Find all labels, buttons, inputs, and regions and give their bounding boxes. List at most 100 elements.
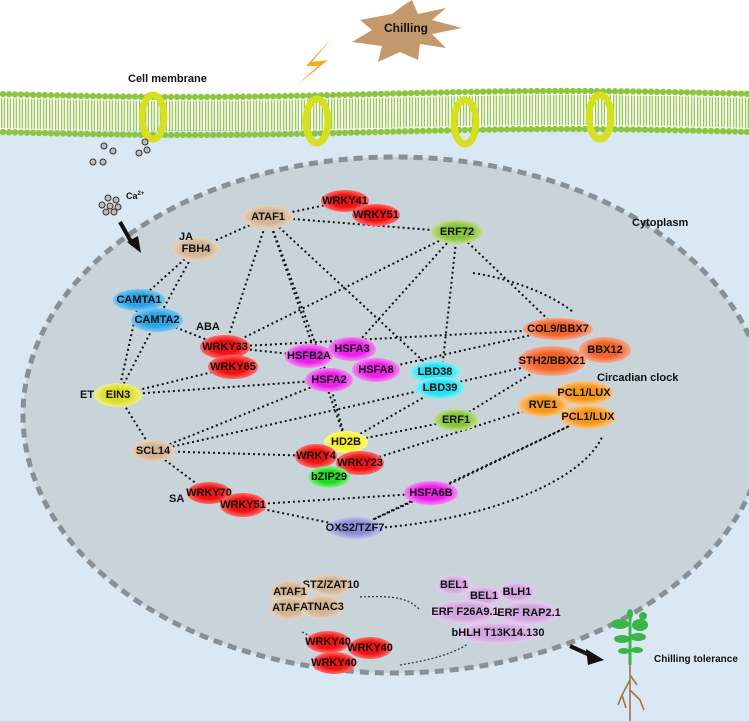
node-label: OXS2/TZF7 bbox=[326, 522, 385, 534]
gene-node-lbd39: LBD39 bbox=[415, 377, 465, 399]
gene-node-bzip29: bZIP29 bbox=[308, 466, 350, 488]
node-label: WRKY65 bbox=[210, 361, 256, 373]
gene-node-hsfa8: HSFA8 bbox=[352, 358, 400, 382]
node-label: WRKY51 bbox=[220, 499, 266, 511]
cytoplasm-label: Cytoplasm bbox=[632, 217, 688, 229]
node-ellipse bbox=[131, 440, 175, 462]
node-label: WRKY40 bbox=[305, 636, 351, 648]
gene-node-wrky65: WRKY65 bbox=[208, 355, 258, 379]
gene-node-pcl1b: PCL1/LUX bbox=[560, 405, 616, 429]
gene-node-sth2: STH2/BBX21 bbox=[518, 346, 586, 376]
gene-node-erf1: ERF1 bbox=[434, 409, 478, 431]
node-label: BBX12 bbox=[587, 344, 622, 356]
node-label: ATAF1 bbox=[251, 211, 285, 223]
node-ellipse bbox=[336, 451, 384, 475]
gene-node-ataf1-top: ATAF1 bbox=[242, 205, 294, 229]
edge-camta2-ein3 bbox=[117, 319, 158, 396]
node-ellipse bbox=[415, 377, 465, 399]
ion-channel bbox=[450, 96, 480, 148]
edge-fbh4-camta2 bbox=[156, 248, 197, 321]
node-ellipse bbox=[305, 368, 353, 392]
gene-node-stz: STZ/ZAT10 bbox=[303, 574, 360, 596]
node-ellipse bbox=[324, 431, 368, 453]
edge-ein3-hsfa2 bbox=[117, 379, 330, 396]
node-ellipse bbox=[352, 358, 400, 382]
calcium-ions bbox=[98, 194, 122, 216]
node-label: FBH4 bbox=[182, 243, 212, 255]
edge-erf72-hsfa3 bbox=[351, 231, 458, 350]
gene-node-wrky51-sa: WRKY51 bbox=[220, 493, 266, 517]
node-ellipse bbox=[436, 575, 472, 595]
node-label: STH2/BBX21 bbox=[519, 355, 586, 367]
node-label: BEL1 bbox=[470, 590, 498, 602]
gene-node-wrky40b: WRKY40 bbox=[347, 637, 393, 659]
node-ellipse bbox=[309, 574, 353, 596]
node-ellipse bbox=[579, 337, 631, 363]
node-label: WRKY70 bbox=[186, 487, 232, 499]
node-label: ATAF1 bbox=[273, 586, 307, 598]
gene-node-hsfa3: HSFA3 bbox=[328, 337, 376, 361]
node-label: STZ/ZAT10 bbox=[303, 579, 360, 591]
node-ellipse bbox=[523, 318, 593, 340]
gene-node-wrky51-top: WRKY51 bbox=[352, 204, 400, 226]
edge-scl14-sth2 bbox=[152, 360, 553, 452]
node-ellipse bbox=[172, 237, 220, 261]
sa-label: SA bbox=[169, 493, 184, 505]
node-ellipse bbox=[295, 444, 337, 468]
node-label: ERF F26A9.1 bbox=[431, 606, 498, 618]
aba-label: ABA bbox=[196, 321, 220, 333]
gene-node-oxs2: OXS2/TZF7 bbox=[326, 517, 385, 539]
node-ellipse bbox=[327, 517, 383, 539]
gene-node-erf-rap: ERF RAP2.1 bbox=[497, 601, 561, 625]
node-label: LBD39 bbox=[423, 382, 458, 394]
gene-node-wrky40a: WRKY40 bbox=[305, 631, 351, 653]
gene-nodes: ATAF1WRKY41WRKY51ERF72FBH4CAMTA1CAMTA2WR… bbox=[94, 190, 631, 674]
node-label: BLH1 bbox=[503, 586, 532, 598]
edge-scl14-wrky4 bbox=[152, 450, 317, 457]
gene-node-blh1: BLH1 bbox=[498, 582, 536, 602]
edge-erf72-wrky33 bbox=[224, 231, 458, 348]
node-ellipse bbox=[200, 335, 250, 359]
node-ellipse bbox=[308, 466, 350, 488]
node-ellipse bbox=[269, 596, 309, 620]
nucleus bbox=[20, 154, 749, 676]
plant-icon bbox=[611, 609, 648, 721]
node-label: LBD38 bbox=[418, 366, 453, 378]
gene-node-atnac3: ATNAC3 bbox=[300, 595, 344, 619]
gene-node-lbd38: LBD38 bbox=[410, 361, 460, 383]
gene-node-wrky41: WRKY41 bbox=[321, 190, 369, 212]
node-ellipse bbox=[431, 600, 499, 624]
node-ellipse bbox=[113, 289, 165, 311]
node-label: SCL14 bbox=[136, 445, 171, 457]
chilling-tolerance-label: Chilling tolerance bbox=[654, 654, 738, 665]
node-label: WRKY23 bbox=[337, 457, 383, 469]
gene-node-wrky40c: WRKY40 bbox=[311, 652, 357, 674]
edge-erf1-sth2 bbox=[455, 360, 553, 421]
et-label: ET bbox=[80, 389, 94, 401]
node-ellipse bbox=[410, 361, 460, 383]
calcium-label: Ca2+ bbox=[126, 191, 145, 201]
node-ellipse bbox=[431, 220, 483, 244]
chilling-label: Chilling bbox=[384, 21, 428, 35]
edge-wrky40-bhlh bbox=[399, 643, 469, 666]
edge-wrky23-rve1 bbox=[359, 404, 544, 464]
node-label: PCL1/LUX bbox=[557, 387, 611, 399]
gene-node-col9: COL9/BBX7 bbox=[523, 318, 593, 340]
node-label: WRKY40 bbox=[311, 657, 357, 669]
gene-node-camta1: CAMTA1 bbox=[113, 289, 165, 311]
edge-stz-erf bbox=[359, 595, 421, 611]
ion-channel bbox=[302, 95, 332, 147]
gene-node-wrky23: WRKY23 bbox=[336, 451, 384, 475]
gene-node-wrky4: WRKY4 bbox=[295, 444, 337, 468]
node-ellipse bbox=[352, 204, 400, 226]
edge-wrky51_sa-hsfa6b bbox=[242, 492, 432, 506]
edge-hsfa8-col9 bbox=[375, 328, 559, 371]
gene-node-wrky70: WRKY70 bbox=[186, 482, 232, 504]
chilling-burst: Chilling bbox=[352, 0, 462, 62]
node-ellipse bbox=[518, 393, 568, 417]
node-label: WRKY40 bbox=[347, 642, 393, 654]
gene-node-hsfa6b: HSFA6B bbox=[404, 481, 458, 505]
gene-node-hd2b: HD2B bbox=[324, 431, 368, 453]
gene-node-fbh4: FBH4 bbox=[172, 237, 220, 261]
edge-oxs2-pcl1-curve bbox=[339, 434, 604, 531]
